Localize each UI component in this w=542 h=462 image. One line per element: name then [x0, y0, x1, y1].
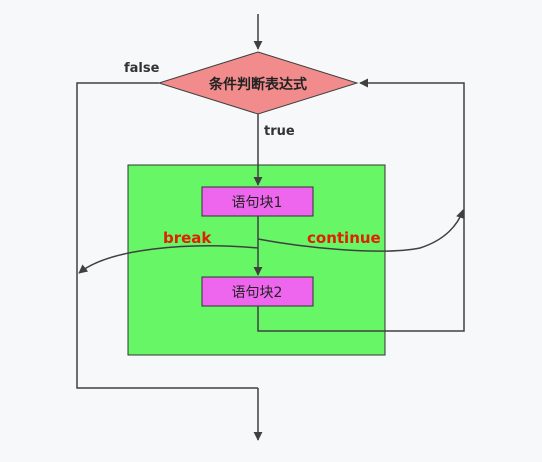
continue-label: continue [307, 229, 381, 247]
true-label: true [264, 124, 295, 139]
condition-label: 条件判断表达式 [208, 76, 307, 93]
break-arrow [78, 245, 259, 274]
statement-block-1-label: 语句块1 [232, 195, 283, 211]
false-label: false [124, 61, 160, 76]
continue-arrow [257, 209, 465, 252]
false-path [76, 82, 258, 389]
statement-block-2-label: 语句块2 [232, 285, 283, 301]
break-label: break [163, 229, 212, 247]
statement-block-1 [201, 186, 314, 217]
loop-back-path [257, 78, 465, 332]
statement-block-2 [201, 276, 314, 307]
